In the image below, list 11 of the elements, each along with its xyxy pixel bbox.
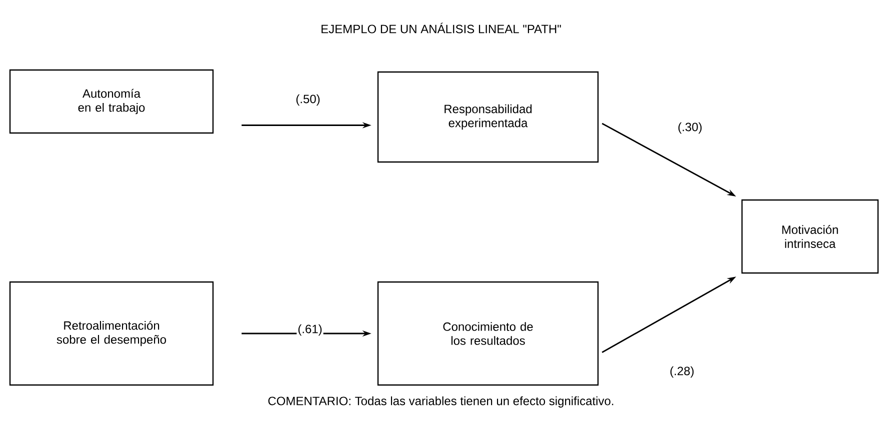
variable-box: Motivación intrinseca <box>741 199 879 274</box>
edge-label: (.61) <box>296 323 324 337</box>
variable-box: Retroalimentación sobre el desempeño <box>9 281 214 386</box>
caption: COMENTARIO: Todas las variables tienen un efecto significativo. <box>268 396 614 408</box>
edge-label: (.30) <box>676 121 704 135</box>
edge-label: (.50) <box>294 93 322 107</box>
title: EJEMPLO DE UN ANÁLISIS LINEAL "PATH" <box>322 22 561 34</box>
variable-box: Autonomía en el trabajo <box>9 69 214 134</box>
variable-box: Responsabilidad experimentada <box>377 71 599 163</box>
edge-label: (.28) <box>668 365 696 379</box>
variable-box: Conocimiento de los resultados <box>377 281 599 386</box>
